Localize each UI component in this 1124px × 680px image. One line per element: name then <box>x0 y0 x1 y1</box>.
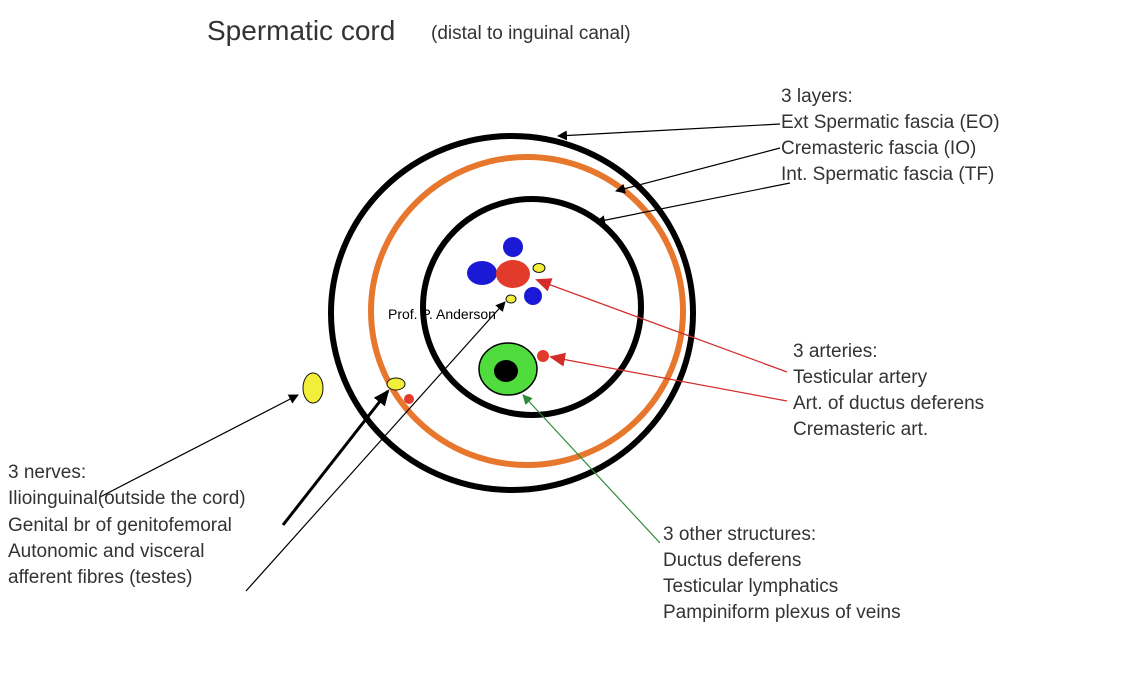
cremasteric-artery <box>404 394 414 404</box>
arrow-ductus-deferens <box>522 394 661 544</box>
nerve-label-genital-branch: Genital br of genitofemoral <box>8 515 232 536</box>
arrow-ilioinguinal <box>99 394 299 498</box>
arrow-int-spermatic-fascia <box>595 182 791 226</box>
arrow-testicular-artery <box>535 278 788 373</box>
internal-spermatic-fascia-ring <box>420 196 644 418</box>
testicular-artery <box>496 260 530 288</box>
ilioinguinal-nerve <box>302 372 324 404</box>
nerve-label-ilioinguinal: Ilioinguinal(outside the cord) <box>8 488 246 509</box>
artery-of-ductus-deferens <box>537 350 549 362</box>
artery-label-ductus: Art. of ductus deferens <box>793 393 985 414</box>
layer-label-ext-spermatic: Ext Spermatic fascia (EO) <box>781 112 1000 133</box>
pampiniform-vein-bottom <box>524 287 542 305</box>
diagram-subtitle: (distal to inguinal canal) <box>431 23 631 44</box>
arrow-genital-branch <box>281 389 390 526</box>
genital-branch-nerve <box>386 377 406 391</box>
layers-heading: 3 layers: <box>781 86 853 107</box>
arrow-cremasteric-fascia <box>615 147 781 194</box>
nerve-label-autonomic: Autonomic and visceral <box>8 541 205 562</box>
arrow-autonomic-fibres <box>245 301 506 592</box>
artery-label-testicular: Testicular artery <box>793 367 928 388</box>
layer-label-int-spermatic: Int. Spermatic fascia (TF) <box>781 164 995 185</box>
nerves-heading: 3 nerves: <box>8 462 87 483</box>
diagram-title: Spermatic cord <box>207 15 396 46</box>
other-label-lymphatics: Testicular lymphatics <box>663 576 839 597</box>
other-label-pampiniform: Pampiniform plexus of veins <box>663 602 901 623</box>
artery-label-cremasteric: Cremasteric art. <box>793 419 929 440</box>
external-spermatic-fascia-ring <box>328 133 696 493</box>
autonomic-nerve-small-2 <box>505 294 517 304</box>
layer-label-cremasteric: Cremasteric fascia (IO) <box>781 138 977 159</box>
arrow-artery-of-ductus <box>549 352 788 402</box>
arteries-heading: 3 arteries: <box>793 341 878 362</box>
cremasteric-fascia-ring <box>368 154 686 468</box>
pampiniform-vein-top <box>503 237 523 257</box>
arrow-ext-spermatic-fascia <box>557 123 781 141</box>
other-label-ductus-deferens: Ductus deferens <box>663 550 802 571</box>
pampiniform-vein-left <box>467 261 497 285</box>
nerve-label-afferent: afferent fibres (testes) <box>8 567 193 588</box>
other-heading: 3 other structures: <box>663 524 817 545</box>
autonomic-nerve-small-1 <box>532 263 546 273</box>
ductus-deferens-lumen <box>494 360 518 382</box>
author-watermark: Prof. P. Anderson <box>388 306 496 322</box>
